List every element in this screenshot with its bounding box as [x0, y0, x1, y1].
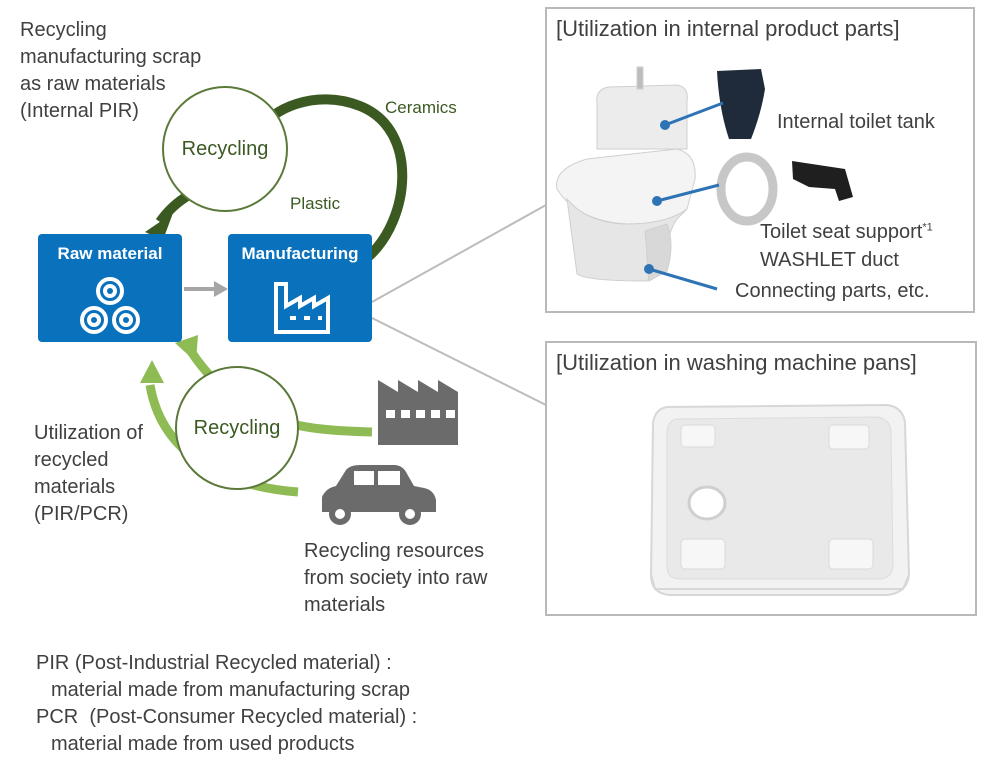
car-icon: [322, 465, 436, 525]
washing-pan-image: [649, 403, 911, 596]
recycling-circle-bottom: Recycling: [175, 366, 299, 490]
pcr-arrowhead-lower: [140, 360, 164, 383]
toilet-image: [556, 66, 696, 282]
definition-pir-desc: material made from manufacturing scrap: [51, 679, 411, 701]
raw-material-title: Raw material: [57, 244, 163, 263]
tank-part-image: [717, 69, 765, 139]
internal-pir-line-3: as raw materials: [20, 73, 166, 95]
recycled-materials-line-2: recycled: [34, 449, 109, 471]
society-line-2: from society into raw: [304, 567, 488, 589]
raw-material-box: Raw material: [38, 234, 182, 342]
seat-support-image: [716, 152, 778, 226]
recycling-circle-top: Recycling: [162, 86, 288, 212]
society-line-3: materials: [304, 594, 386, 616]
raw-material-icon: [80, 277, 140, 334]
connector-line-top: [371, 204, 547, 303]
internal-parts-panel: [Utilization in internal product parts] …: [545, 7, 975, 313]
parts-connector: [648, 267, 718, 291]
recycling-circle-top-label: Recycling: [181, 137, 269, 160]
ceramics-loop-arrow: [255, 94, 408, 261]
dark-arrowhead: [145, 213, 173, 240]
label-internal-toilet-tank: Internal toilet tank: [777, 111, 935, 133]
recycled-materials-line-3: materials: [34, 476, 116, 498]
definition-pcr-desc: material made from used products: [51, 733, 355, 755]
factory-icon: [378, 380, 458, 445]
society-recycling-text: Recycling resources from society into ra…: [304, 538, 487, 619]
internal-pir-line-4: (Internal PIR): [20, 100, 139, 122]
label-toilet-seat-support-text: Toilet seat support: [760, 221, 923, 243]
connector-line-bottom: [371, 317, 547, 406]
plastic-label: Plastic: [290, 194, 341, 213]
definition-pir-term: PIR (Post-Industrial Recycled material) …: [36, 652, 392, 674]
manufacturing-factory-icon: [274, 282, 330, 334]
pcr-arrowhead-upper: [175, 335, 198, 362]
recycled-materials-line-4: (PIR/PCR): [34, 503, 129, 525]
toilet-illustration: [556, 66, 853, 291]
recycling-circle-bottom-label: Recycling: [193, 416, 281, 439]
definition-pcr-term: PCR (Post-Consumer Recycled material) :: [36, 706, 418, 728]
manufacturing-title: Manufacturing: [241, 244, 359, 263]
washing-pan-panel-title: [Utilization in washing machine pans]: [556, 350, 917, 375]
manufacturing-box: Manufacturing: [228, 234, 372, 342]
definitions-block: PIR (Post-Industrial Recycled material) …: [36, 650, 417, 758]
recycled-materials-line-1: Utilization of: [34, 422, 143, 444]
society-line-1: Recycling resources: [304, 540, 485, 562]
label-toilet-seat-support: Toilet seat support*1: [760, 221, 933, 244]
washing-pan-panel: [Utilization in washing machine pans]: [545, 341, 977, 616]
internal-parts-panel-title: [Utilization in internal product parts]: [556, 16, 900, 41]
internal-pir-line-1: Recycling: [20, 19, 107, 41]
duct-part-image: [792, 161, 853, 201]
flow-arrowhead: [214, 281, 228, 297]
internal-pir-text: Recycling manufacturing scrap as raw mat…: [20, 17, 201, 125]
label-connecting-parts: Connecting parts, etc.: [735, 280, 930, 302]
ceramics-label: Ceramics: [385, 98, 457, 117]
internal-pir-line-2: manufacturing scrap: [20, 46, 202, 68]
recycled-materials-text: Utilization of recycled materials (PIR/P…: [34, 420, 143, 528]
seat-connector: [656, 183, 720, 203]
footnote-mark: *1: [922, 221, 933, 234]
tank-connector: [664, 101, 724, 127]
label-washlet-duct: WASHLET duct: [760, 249, 899, 271]
